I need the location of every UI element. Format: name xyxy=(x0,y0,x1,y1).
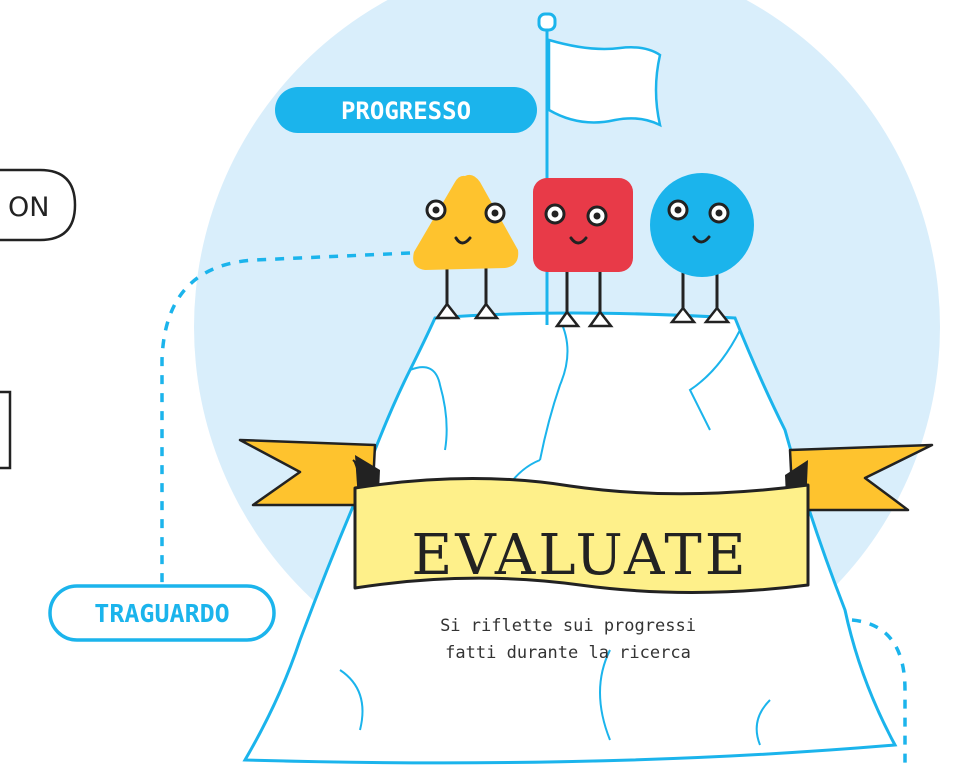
partial-left-box xyxy=(0,390,12,470)
flag xyxy=(537,12,662,325)
progress-pill: PROGRESSO xyxy=(275,87,537,133)
milestone-label: TRAGUARDO xyxy=(94,599,229,628)
partial-left-pill-text: ON xyxy=(8,192,49,223)
dashed-connector-right xyxy=(851,618,907,765)
banner-caption-line1: Si riflette sui progressi xyxy=(440,616,696,636)
character-circle xyxy=(650,173,754,324)
character-triangle xyxy=(413,174,519,320)
banner-caption-line2: fatti durante la ricerca xyxy=(445,643,691,663)
banner-ribbon: EVALUATE xyxy=(238,438,934,594)
banner-title: EVALUATE xyxy=(411,523,748,588)
dashed-connector-left xyxy=(160,251,411,590)
character-square xyxy=(533,178,633,328)
partial-left-pill: ON xyxy=(0,168,77,242)
milestone-pill: TRAGUARDO xyxy=(48,584,276,642)
progress-label: PROGRESSO xyxy=(341,97,471,125)
